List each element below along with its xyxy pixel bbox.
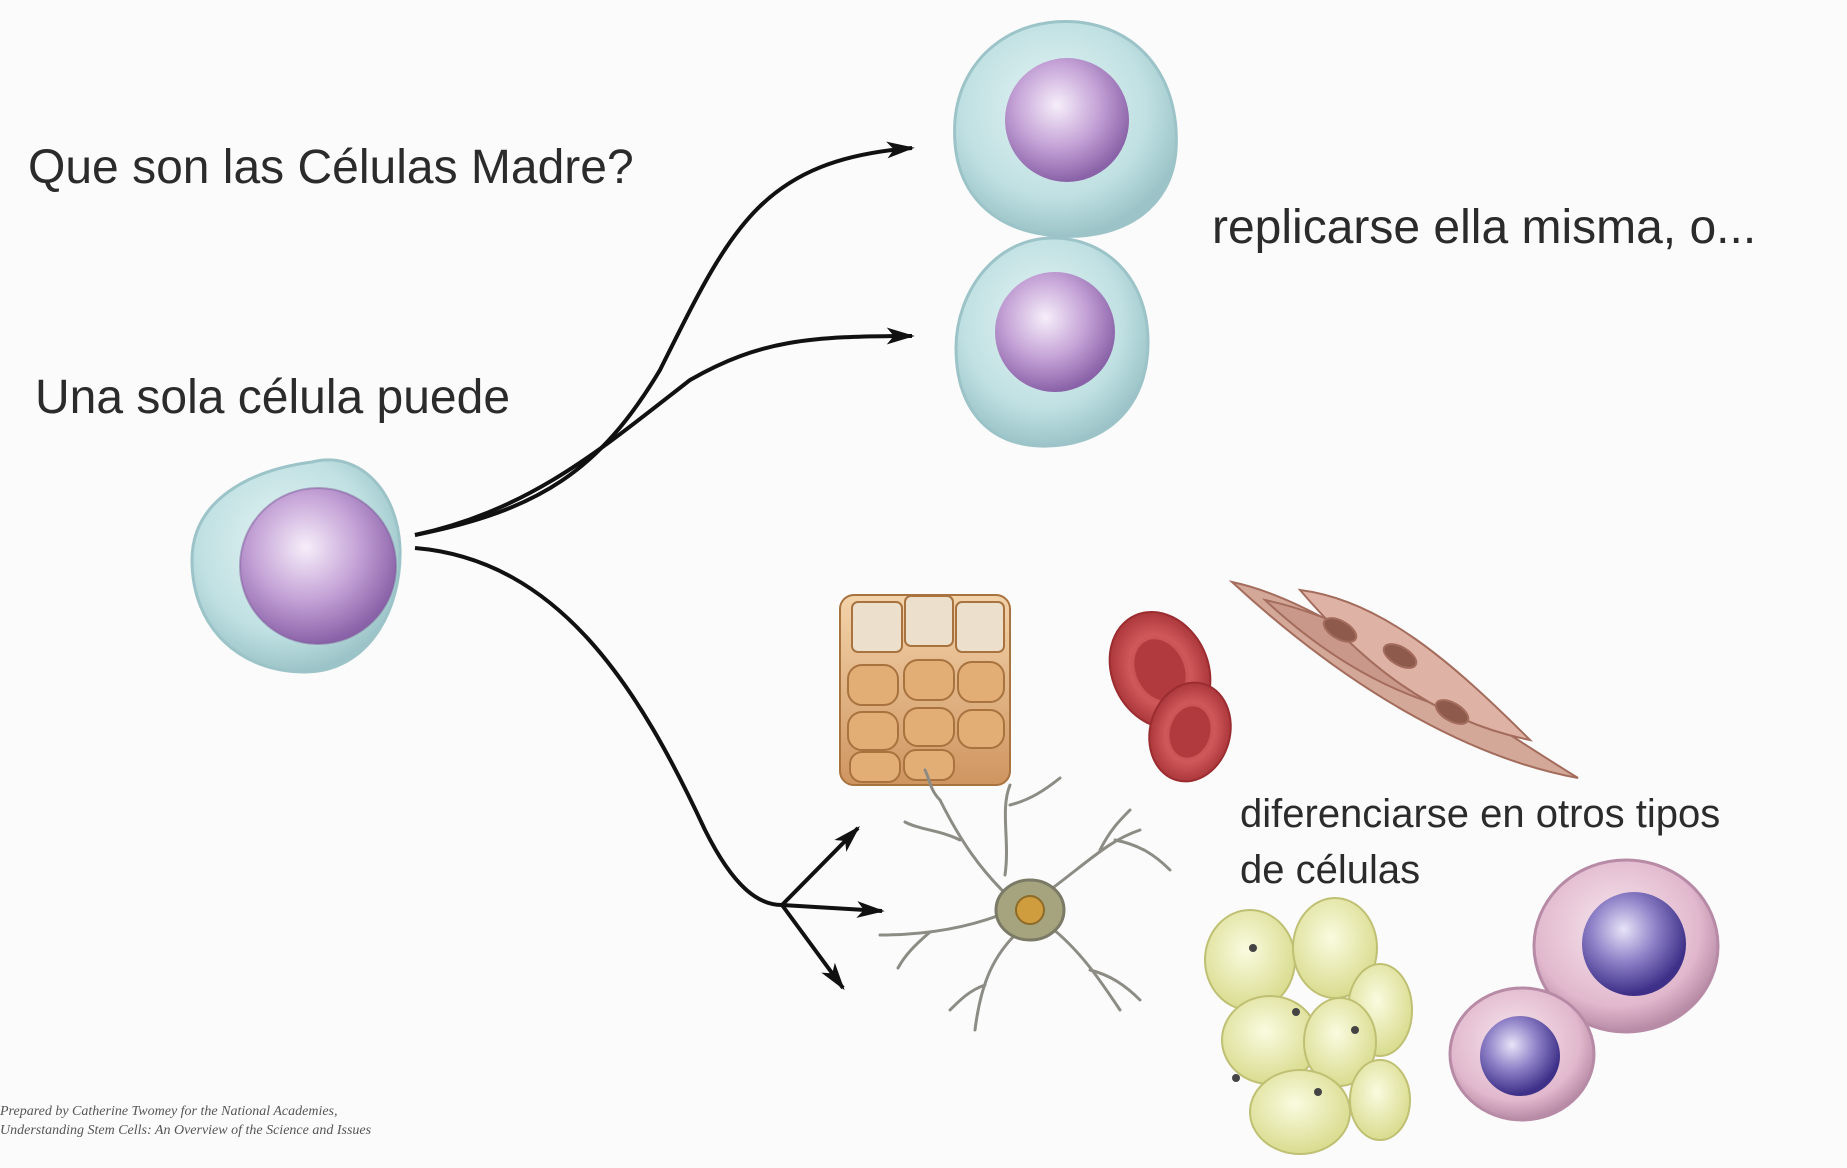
smooth-muscle-icon (1228, 580, 1579, 779)
stem-cell-icon (190, 458, 402, 674)
epithelial-tissue-icon (839, 594, 1011, 786)
differentiate-label-line2: de células (1240, 848, 1421, 892)
arrow-branch-down (780, 903, 845, 991)
fat-cell-icon (1204, 897, 1413, 1155)
arrow-to-differentiated (414, 546, 783, 907)
image-credit: Prepared by Catherine Twomey for the Nat… (0, 1102, 371, 1140)
replicate-label: replicarse ella misma, o... (1212, 201, 1757, 254)
arrow-branch-right (781, 901, 885, 918)
credit-line-1: Prepared by Catherine Twomey for the Nat… (0, 1104, 338, 1119)
neuron-icon (878, 768, 1172, 1032)
daughter-cell-icon (953, 19, 1178, 448)
single-cell-label: Una sola célula puede (35, 371, 511, 424)
red-blood-cell-icon (1108, 610, 1232, 783)
credit-line-2: Understanding Stem Cells: An Overview of… (0, 1123, 372, 1138)
arrow-to-daughter-top (414, 141, 915, 537)
arrow-to-daughter-bottom (414, 327, 915, 537)
white-blood-cell-icon (1448, 858, 1720, 1122)
arrow-branch-up (780, 826, 860, 907)
differentiate-label-line1: diferenciarse en otros tipos (1240, 792, 1721, 836)
diagram-title: Que son las Células Madre? (28, 141, 634, 194)
lineage-arrows (414, 141, 915, 991)
